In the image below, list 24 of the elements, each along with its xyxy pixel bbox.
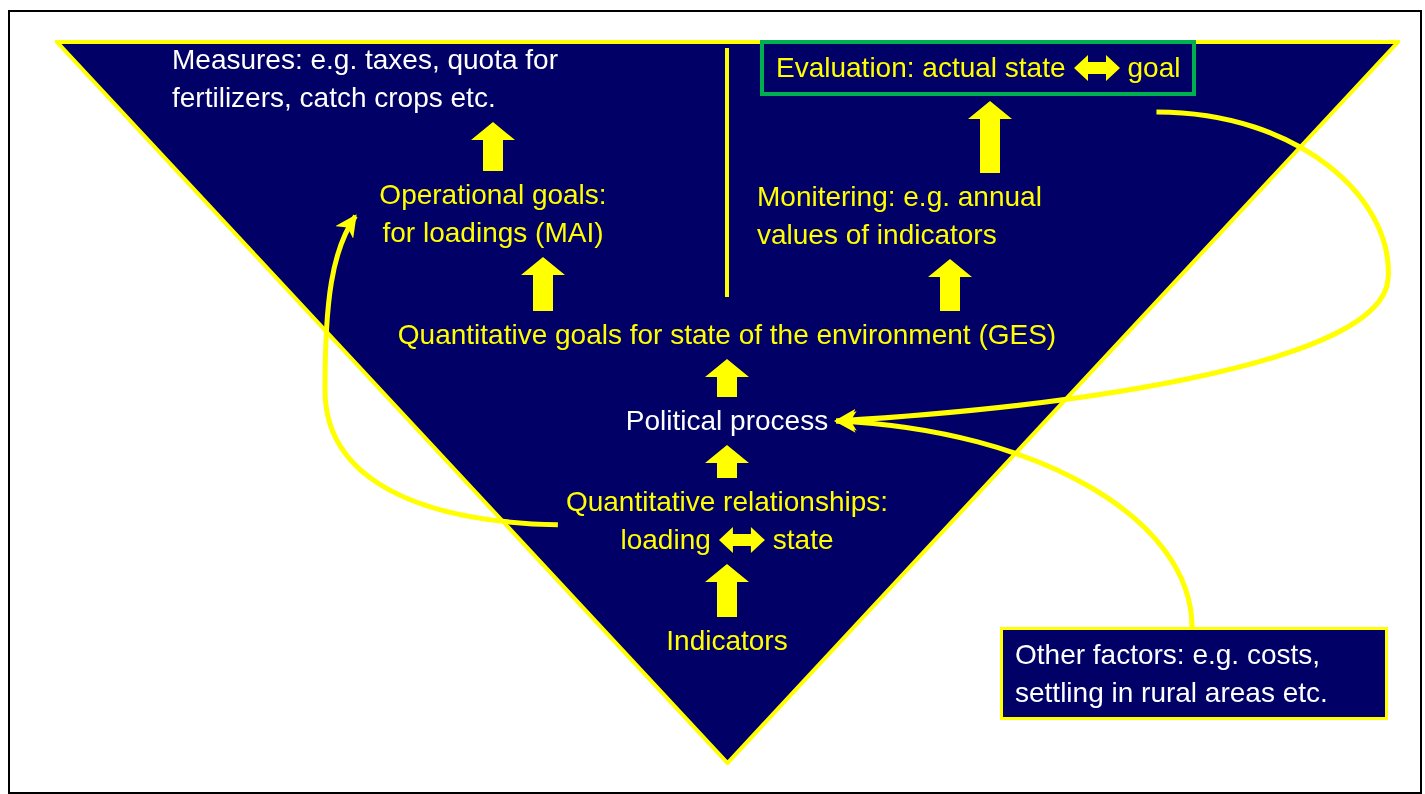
block-arrow: [705, 359, 749, 397]
block-arrow: [705, 445, 749, 478]
node-text: Quantitative relationships:: [565, 485, 889, 519]
block-arrow: [471, 122, 515, 171]
curved-arrow: [834, 109, 1391, 431]
node-text: Evaluation: actual state: [776, 51, 1066, 85]
node-text: goal: [1127, 51, 1181, 85]
node-text: Measures: e.g. taxes, quota for fertilizers, catch crops etc.: [172, 44, 558, 113]
block-arrow: [968, 101, 1012, 173]
text-box: [1000, 627, 1388, 720]
node-text: Operational goals: for loadings (MAI): [379, 179, 607, 248]
node-text: Political process: [625, 405, 829, 436]
block-arrow: [928, 259, 972, 311]
block-arrow: [521, 257, 565, 311]
node-text: Other factors: e.g. costs, settling in rural areas etc.: [1015, 639, 1328, 708]
node-text: Monitering: e.g. annual values of indicators: [757, 181, 1042, 250]
curved-arrow: [834, 411, 1195, 628]
text-box: [760, 40, 1197, 96]
curved-arrow: [322, 214, 559, 528]
node-text: loading: [620, 523, 711, 557]
node-text: Quantitative goals for state of the environment (GES): [397, 319, 1057, 350]
node-text: state: [772, 523, 834, 557]
block-arrow: [705, 564, 749, 617]
node-text: Indicators: [666, 625, 788, 656]
